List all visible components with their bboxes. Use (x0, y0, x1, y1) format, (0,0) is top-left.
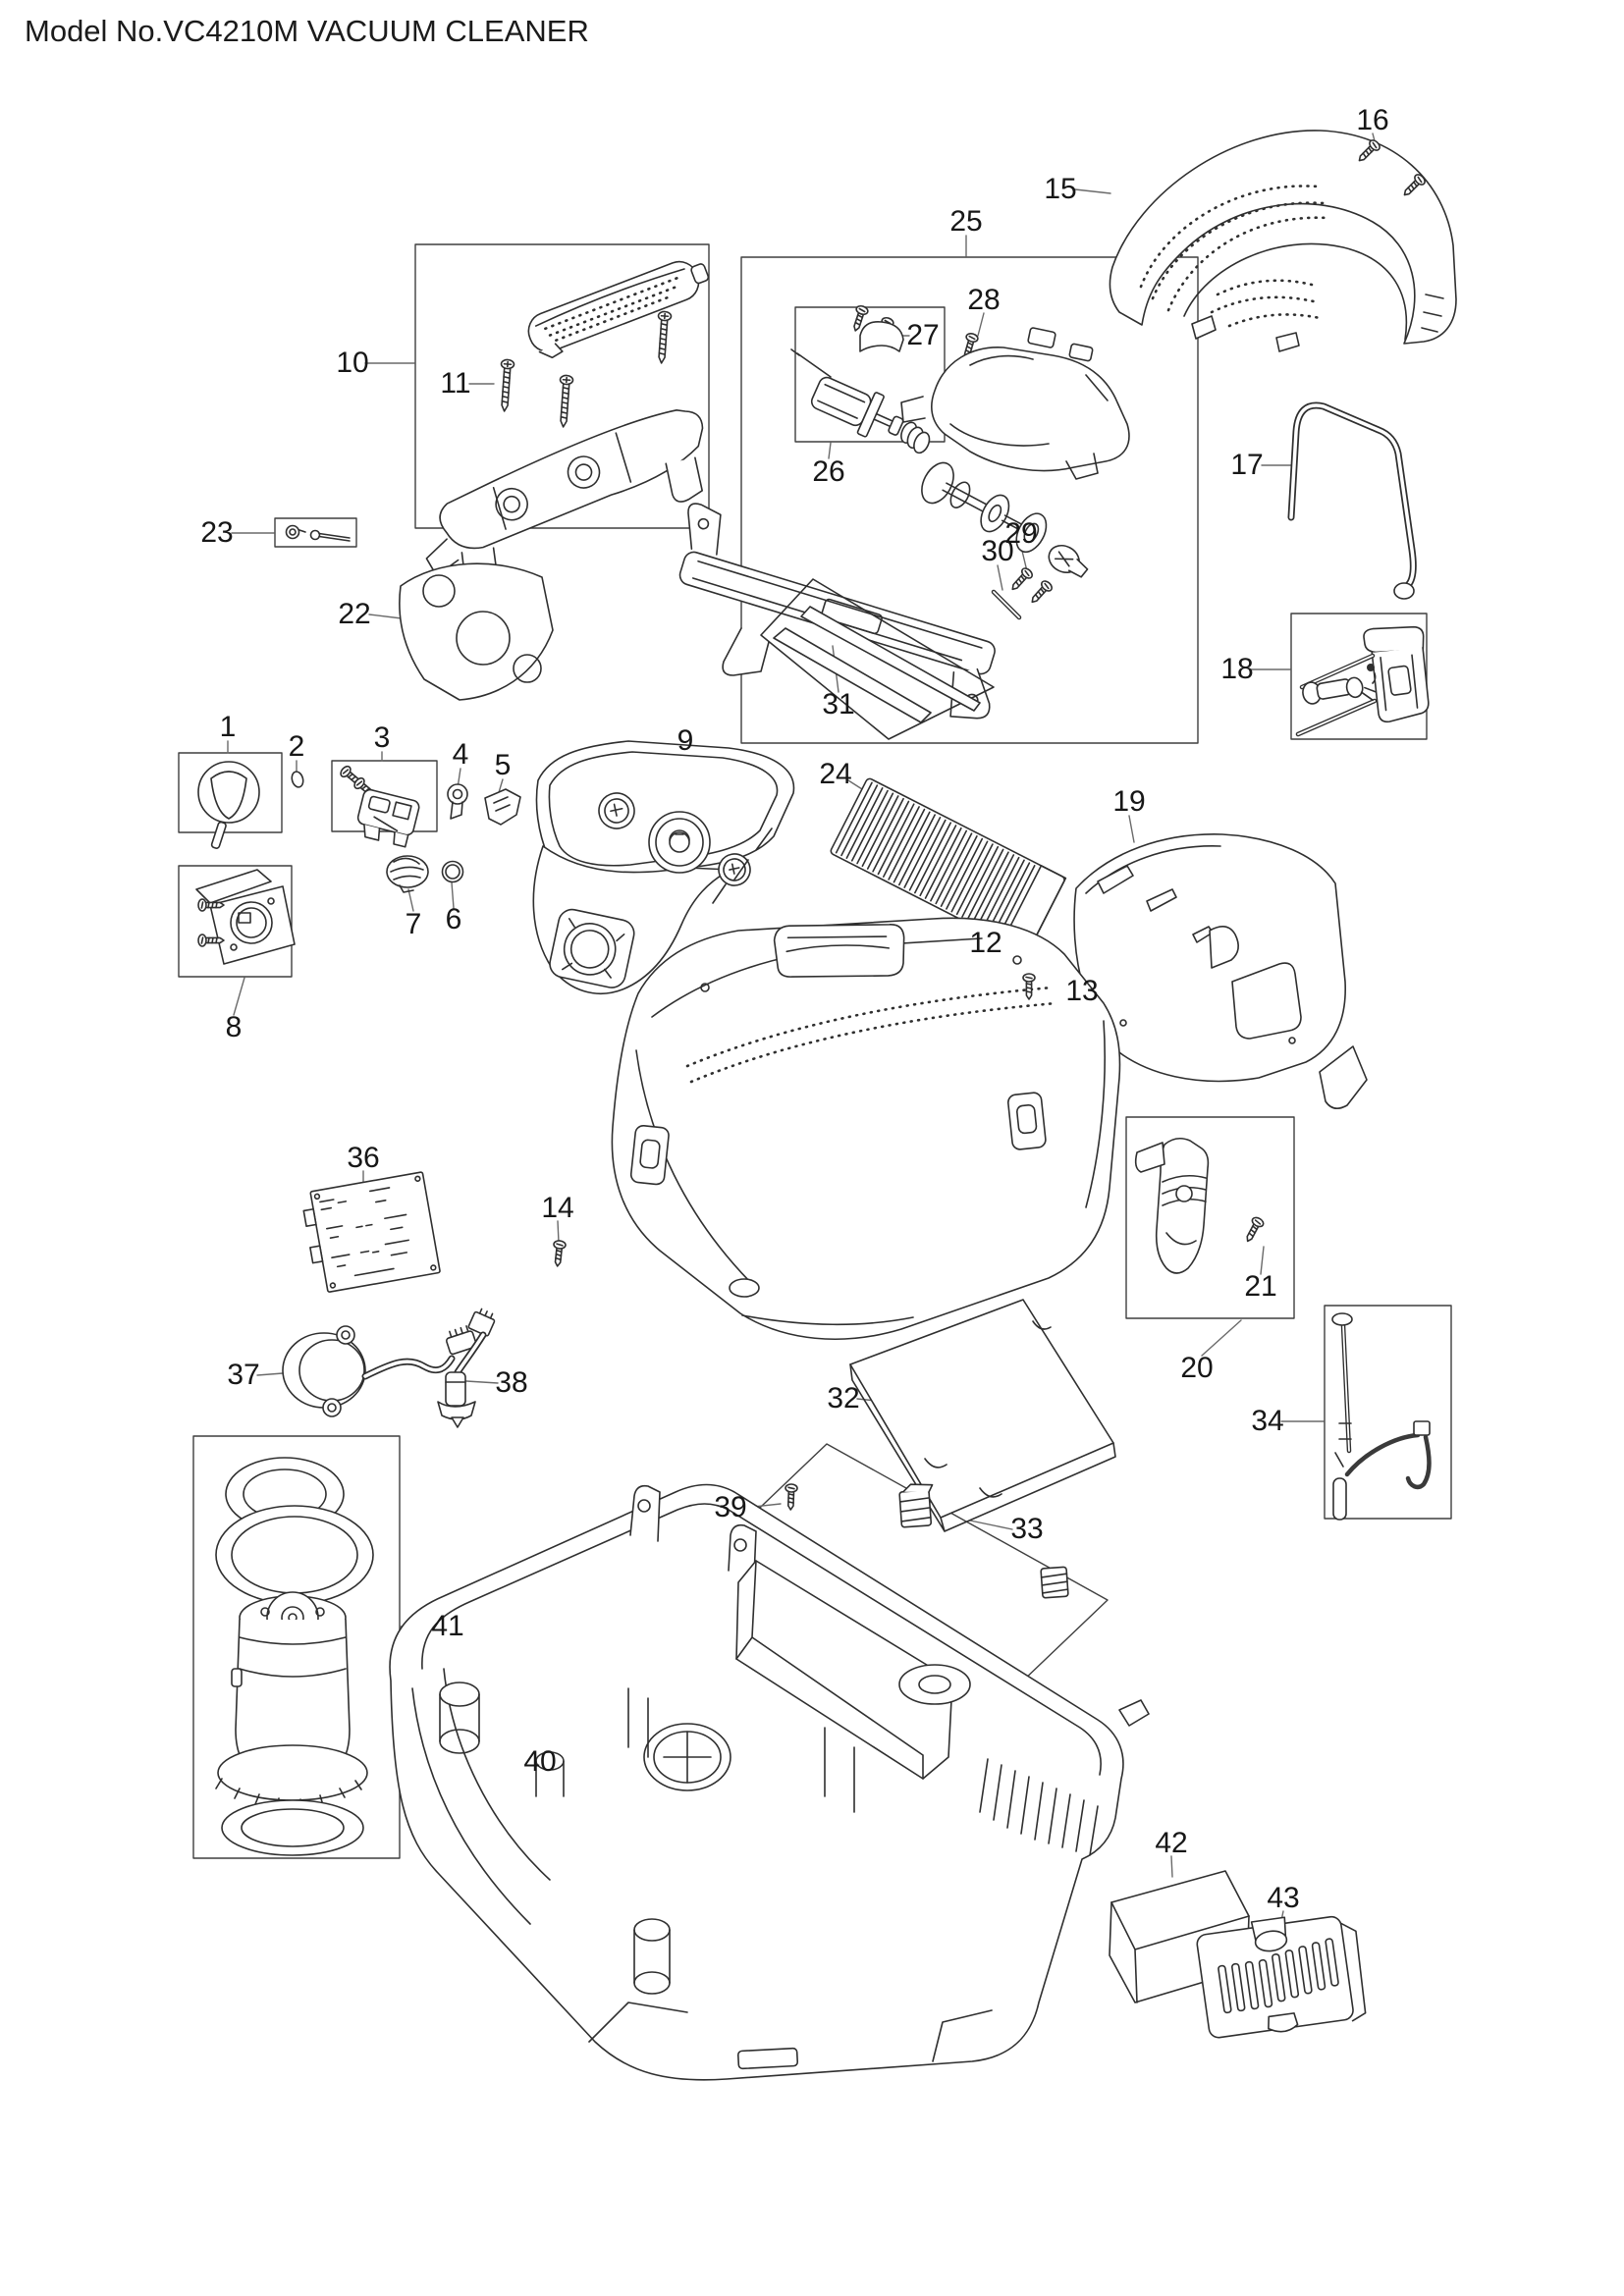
part-callout-13: 13 (1065, 975, 1099, 1007)
part-callout-11: 11 (440, 367, 471, 400)
part-41-motor-kit (215, 1457, 374, 1856)
part-36-pcb (302, 1171, 441, 1293)
part-callout-15: 15 (1044, 173, 1077, 205)
part-callout-37: 37 (227, 1359, 260, 1391)
part-40-base-housing (389, 1483, 1150, 2081)
part-callout-27: 27 (906, 319, 940, 351)
part-callout-33: 33 (1010, 1513, 1044, 1545)
part-callout-4: 4 (452, 738, 469, 771)
part-callout-26: 26 (812, 455, 845, 488)
part-37-float (282, 1325, 477, 1417)
part-14-screw (550, 1239, 568, 1268)
part-2-o-ring (291, 771, 304, 788)
part-34-level-kit (1331, 1312, 1432, 1521)
part-callout-39: 39 (714, 1491, 747, 1523)
screws-29 (1007, 565, 1055, 608)
part-19-rear-cover (1073, 833, 1368, 1109)
part-20-latch (1134, 1137, 1266, 1274)
part-10-handle-grip (527, 260, 710, 359)
part-15-carry-cover (1109, 130, 1457, 352)
part-callout-18: 18 (1220, 653, 1254, 685)
part-callout-24: 24 (819, 758, 852, 790)
part-26-solenoid-assembly (790, 303, 931, 454)
part-callout-5: 5 (494, 749, 512, 781)
part-callout-16: 16 (1356, 104, 1389, 136)
part-callout-14: 14 (541, 1192, 574, 1224)
part-12-tank-body (611, 917, 1121, 1340)
part-8-inlet-socket (195, 869, 296, 965)
part-callout-19: 19 (1112, 785, 1146, 818)
part-39-screw (784, 1482, 798, 1511)
part-7-cap (386, 855, 429, 893)
part-31-squeegee-blades (760, 578, 995, 740)
part-17-wire-frame (1287, 401, 1417, 600)
part-callout-1: 1 (219, 711, 237, 743)
part-30-pin (991, 589, 1022, 620)
part-callout-20: 20 (1180, 1352, 1214, 1384)
part-32-plate (849, 1299, 1116, 1532)
part-callout-28: 28 (967, 284, 1001, 316)
part-callout-36: 36 (347, 1142, 380, 1174)
part-callout-21: 21 (1244, 1270, 1277, 1303)
part-callout-6: 6 (445, 903, 462, 935)
part-callout-3: 3 (373, 721, 391, 754)
part-4-clip (447, 783, 468, 820)
part-callout-41: 41 (431, 1610, 464, 1642)
part-22-gasket (399, 562, 554, 701)
part-callout-8: 8 (225, 1011, 243, 1043)
part-callout-2: 2 (288, 730, 305, 763)
part-23-fastener-set (285, 524, 351, 542)
part-43-exhaust-grille (1196, 1915, 1367, 2039)
part-callout-32: 32 (827, 1382, 860, 1415)
part-25-axle-wheels (921, 461, 1089, 578)
part-33-clip-set (898, 1483, 1069, 1599)
part-callout-7: 7 (405, 908, 422, 940)
part-callout-43: 43 (1267, 1882, 1300, 1914)
part-5-bracket (484, 788, 521, 826)
part-callout-12: 12 (969, 927, 1002, 959)
part-25-nozzle-housing (900, 327, 1130, 480)
part-callout-42: 42 (1155, 1827, 1188, 1859)
part-callout-38: 38 (495, 1366, 528, 1399)
page-title: Model No.VC4210M VACUUM CLEANER (25, 14, 589, 48)
part-callout-17: 17 (1230, 449, 1264, 481)
part-25-chassis (678, 503, 996, 720)
part-1-knob (197, 761, 260, 849)
part-callout-10: 10 (336, 347, 369, 379)
part-callout-9: 9 (677, 724, 694, 757)
part-9-control-panel (532, 740, 795, 994)
part-callout-22: 22 (338, 598, 371, 630)
part-callout-40: 40 (523, 1745, 557, 1778)
part-38-sensor (437, 1308, 496, 1428)
part-18-bracket-kit (1295, 625, 1430, 737)
part-callout-31: 31 (822, 688, 855, 721)
part-3-switch (338, 764, 420, 848)
part-callout-29: 29 (1004, 517, 1038, 550)
part-callout-30: 30 (981, 535, 1014, 567)
part-6-o-ring (441, 860, 464, 883)
part-callout-34: 34 (1251, 1405, 1284, 1437)
part-callout-25: 25 (949, 205, 983, 238)
part-callout-23: 23 (200, 516, 234, 549)
